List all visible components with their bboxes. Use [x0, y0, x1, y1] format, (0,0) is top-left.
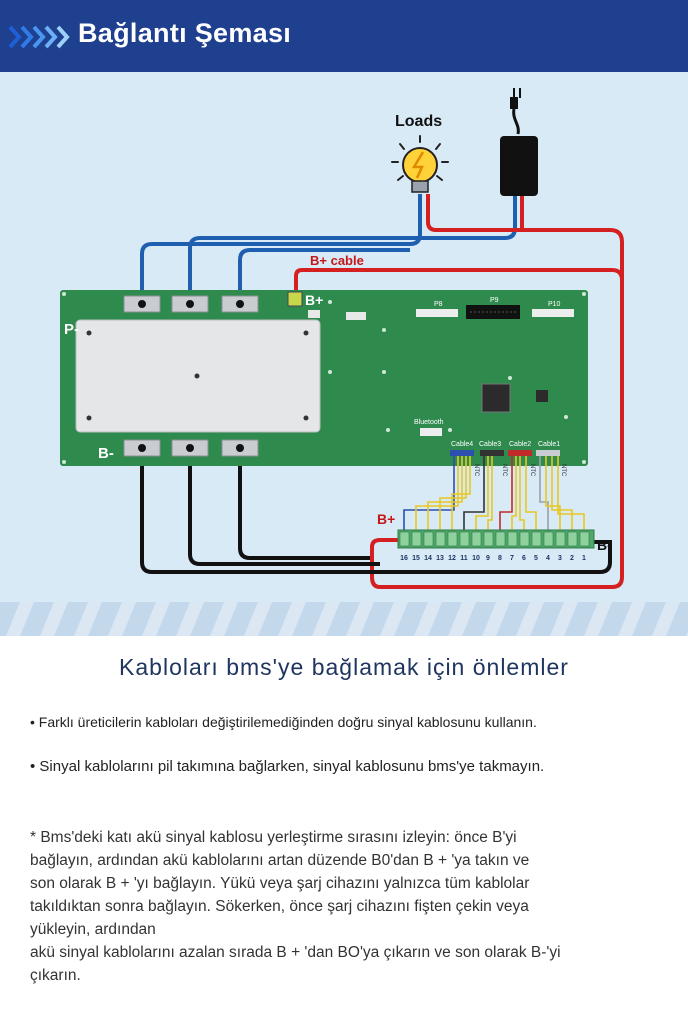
mcu-chip: [481, 383, 511, 413]
cable-connectors: [450, 450, 560, 456]
svg-text:14: 14: [424, 555, 432, 562]
connector-p9-label: P9: [490, 297, 499, 304]
small-chip: [536, 390, 548, 402]
svg-text:8: 8: [498, 555, 502, 562]
svg-text:5: 5: [534, 555, 538, 562]
bullet-item-1: • Farklı üreticilerin kabloları değiştir…: [30, 714, 537, 730]
svg-text:11: 11: [460, 555, 468, 562]
cable3-label: Cable3: [479, 441, 501, 448]
charger-icon: [500, 88, 538, 196]
svg-text:NTC: NTC: [529, 464, 535, 477]
wiring-diagram: Loads: [0, 72, 688, 602]
note-line: takıldıktan sonra bağlayın. Sökerken, ön…: [30, 898, 529, 915]
b-plus-terminal: [287, 291, 303, 307]
note-line: akü sinyal kablolarını azalan sırada B +…: [30, 944, 561, 961]
cable4-label: Cable4: [451, 441, 473, 448]
svg-text:2: 2: [570, 555, 574, 562]
decorative-divider: [0, 602, 688, 636]
svg-text:NTC: NTC: [501, 464, 507, 477]
b-minus-label: B-: [98, 445, 114, 462]
svg-text:9: 9: [486, 555, 490, 562]
page-title: Bağlantı Şeması: [78, 18, 292, 48]
svg-text:1: 1: [582, 555, 586, 562]
installation-note: * Bms'deki katı akü sinyal kablosu yerle…: [30, 826, 660, 987]
cell-numbers: 16 15 14 13 12 11 10 9 8 7 6 5 4 3 2 1: [400, 555, 586, 562]
svg-text:7: 7: [510, 555, 514, 562]
wiring-diagram-svg: Loads: [60, 88, 624, 589]
connector-p10-label: P10: [548, 301, 561, 308]
chevrons-icon: [8, 25, 70, 49]
svg-text:10: 10: [472, 555, 480, 562]
svg-text:NTC: NTC: [560, 464, 566, 477]
svg-text:15: 15: [412, 555, 420, 562]
ntc-labels: NTC NTC NTC NTC: [473, 464, 566, 477]
section-title: Kabloları bms'ye bağlamak için önlemler: [119, 654, 569, 680]
svg-text:16: 16: [400, 555, 408, 562]
svg-text:4: 4: [546, 555, 550, 562]
note-line: son olarak B + 'yı bağlayın. Yükü veya ş…: [30, 875, 530, 892]
header-bar: Bağlantı Şeması: [0, 0, 688, 72]
loads-label: Loads: [395, 113, 442, 130]
svg-text:NTC: NTC: [473, 464, 479, 477]
pack-b-plus-label: B+: [377, 511, 395, 527]
bullet-item-2: • Sinyal kablolarını pil takımına bağlar…: [30, 758, 545, 775]
board-dots: [62, 292, 586, 464]
note-line: bağlayın, ardından akü kablolarını artan…: [30, 852, 530, 869]
svg-text:3: 3: [558, 555, 562, 562]
pack-b-minus-label: B-: [597, 537, 612, 553]
precautions-section: Kabloları bms'ye bağlamak için önlemler …: [0, 636, 688, 1021]
connector-p8-label: P8: [434, 301, 443, 308]
cell-terminals: [399, 531, 590, 547]
svg-text:12: 12: [448, 555, 456, 562]
cable1-label: Cable1: [538, 441, 560, 448]
p-minus-label: P-: [64, 321, 79, 338]
signal-wires: [403, 456, 585, 530]
bluetooth-label: Bluetooth: [414, 419, 444, 426]
light-bulb-icon: [391, 135, 449, 193]
note-line: yükleyin, ardından: [30, 921, 156, 938]
svg-text:6: 6: [522, 555, 526, 562]
note-line: çıkarın.: [30, 967, 81, 984]
b-plus-label: B+: [305, 292, 323, 308]
svg-text:13: 13: [436, 555, 444, 562]
b-plus-cable-label: B+ cable: [310, 253, 364, 268]
note-line: * Bms'deki katı akü sinyal kablosu yerle…: [30, 829, 517, 846]
cable2-label: Cable2: [509, 441, 531, 448]
